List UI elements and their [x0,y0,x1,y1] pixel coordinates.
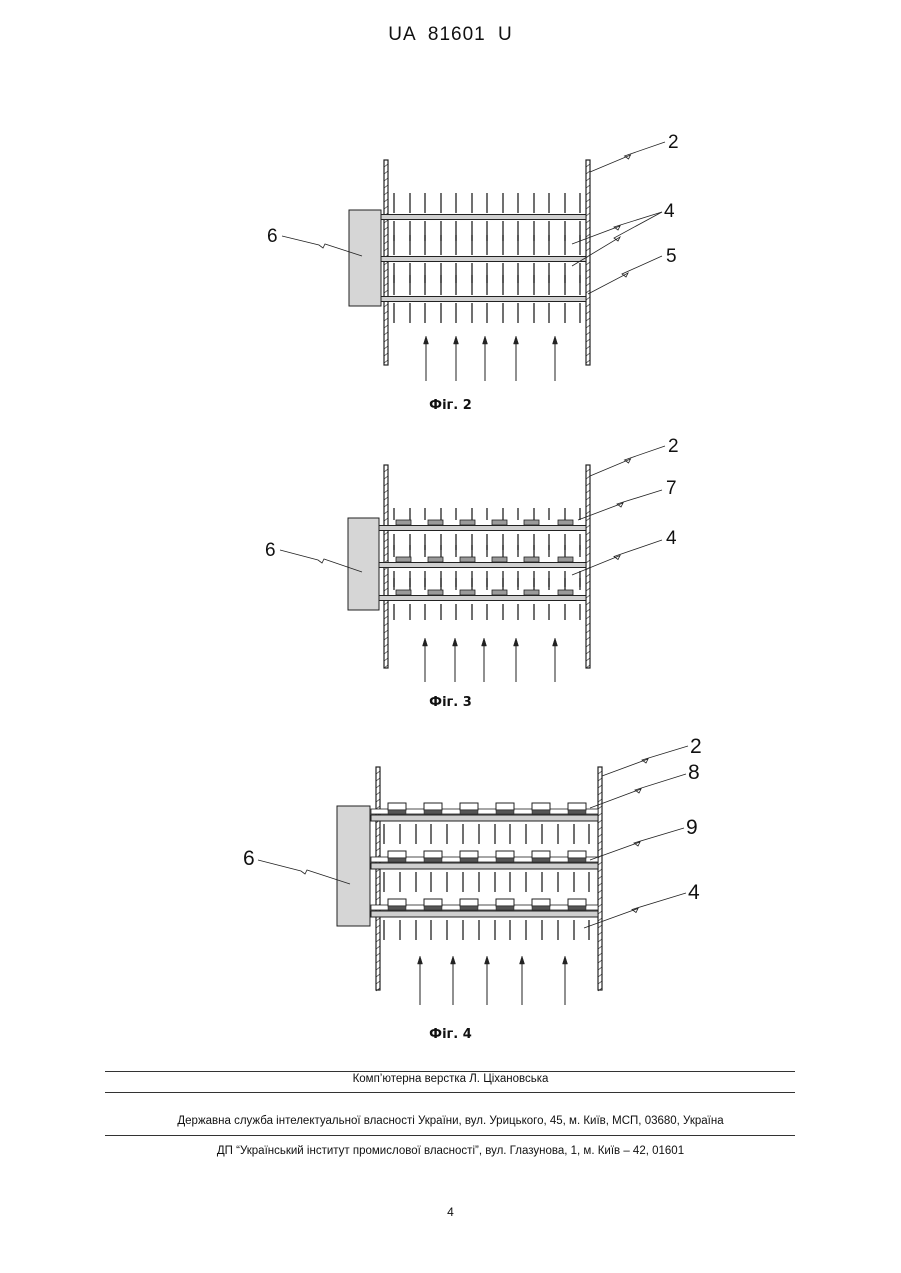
fig4-element-8-base [388,858,406,862]
fig4-label-8: 8 [688,761,700,784]
fig4-element-8-base [568,858,586,862]
footer-rule-top [105,1071,795,1072]
fig4-label-4: 4 [688,881,700,904]
fig4-element-8-base [532,906,550,910]
fig4-leader-6 [258,860,350,884]
figure-4-caption: Фіг. 4 [0,1027,901,1042]
fig4-element-8 [424,803,442,810]
fig4-element-8 [532,851,550,858]
fig4-element-8 [388,899,406,906]
fig4-element-8 [496,899,514,906]
footer-agency: Державна служба інтелектуальної власност… [0,1115,901,1127]
fig4-element-8 [568,851,586,858]
fig4-element-8 [568,803,586,810]
footer-institute: ДП “Український інститут промислової вла… [0,1145,901,1157]
fig4-element-8 [496,803,514,810]
fig4-airflow-arrow-head [485,956,490,964]
fig4-element-8-base [568,810,586,814]
fig4-leader-9 [590,828,684,860]
page-number: 4 [0,1205,901,1219]
fig4-element-8-base [496,906,514,910]
fig4-element-8 [388,851,406,858]
fig4-element-8 [532,899,550,906]
fig4-element-8 [496,851,514,858]
fig4-element-8-base [388,810,406,814]
fig4-element-8-base [424,906,442,910]
fig4-element-8-base [532,810,550,814]
fig4-leader-8 [590,774,686,808]
fig4-airflow-arrow-head [418,956,423,964]
fig4-element-8 [424,851,442,858]
fig4-element-8-base [460,858,478,862]
fig4-element-8 [460,803,478,810]
fig4-element-8 [460,899,478,906]
fig4-element-8 [388,803,406,810]
fig4-element-8-base [496,858,514,862]
fig4-airflow-arrow-head [451,956,456,964]
fig4-element-8 [460,851,478,858]
fig4-element-8-base [460,906,478,910]
fig4-element-8 [424,899,442,906]
fig4-label-9: 9 [686,816,698,839]
fig4-element-8-base [568,906,586,910]
fig4-block-6 [337,806,370,926]
fig4-rod-3 [371,911,598,917]
fig4-element-8-base [424,858,442,862]
fig4-rod-2 [371,863,598,869]
fig4-airflow-arrow-head [563,956,568,964]
fig4-element-8-base [532,858,550,862]
fig4-airflow-arrow-head [520,956,525,964]
fig4-element-8-base [496,810,514,814]
footer-rule-middle [105,1092,795,1093]
fig4-element-8-base [460,810,478,814]
fig4-element-8-base [424,810,442,814]
fig4-element-8-base [388,906,406,910]
footer-rule-bottom [105,1135,795,1136]
fig4-label-6: 6 [243,847,255,870]
fig4-label-2: 2 [690,735,702,758]
fig4-element-8 [568,899,586,906]
fig4-leader-2 [602,746,688,776]
fig4-element-8 [532,803,550,810]
footer-typesetting: Комп’ютерна верстка Л. Ціхановська [0,1073,901,1085]
fig4-rod-1 [371,815,598,821]
